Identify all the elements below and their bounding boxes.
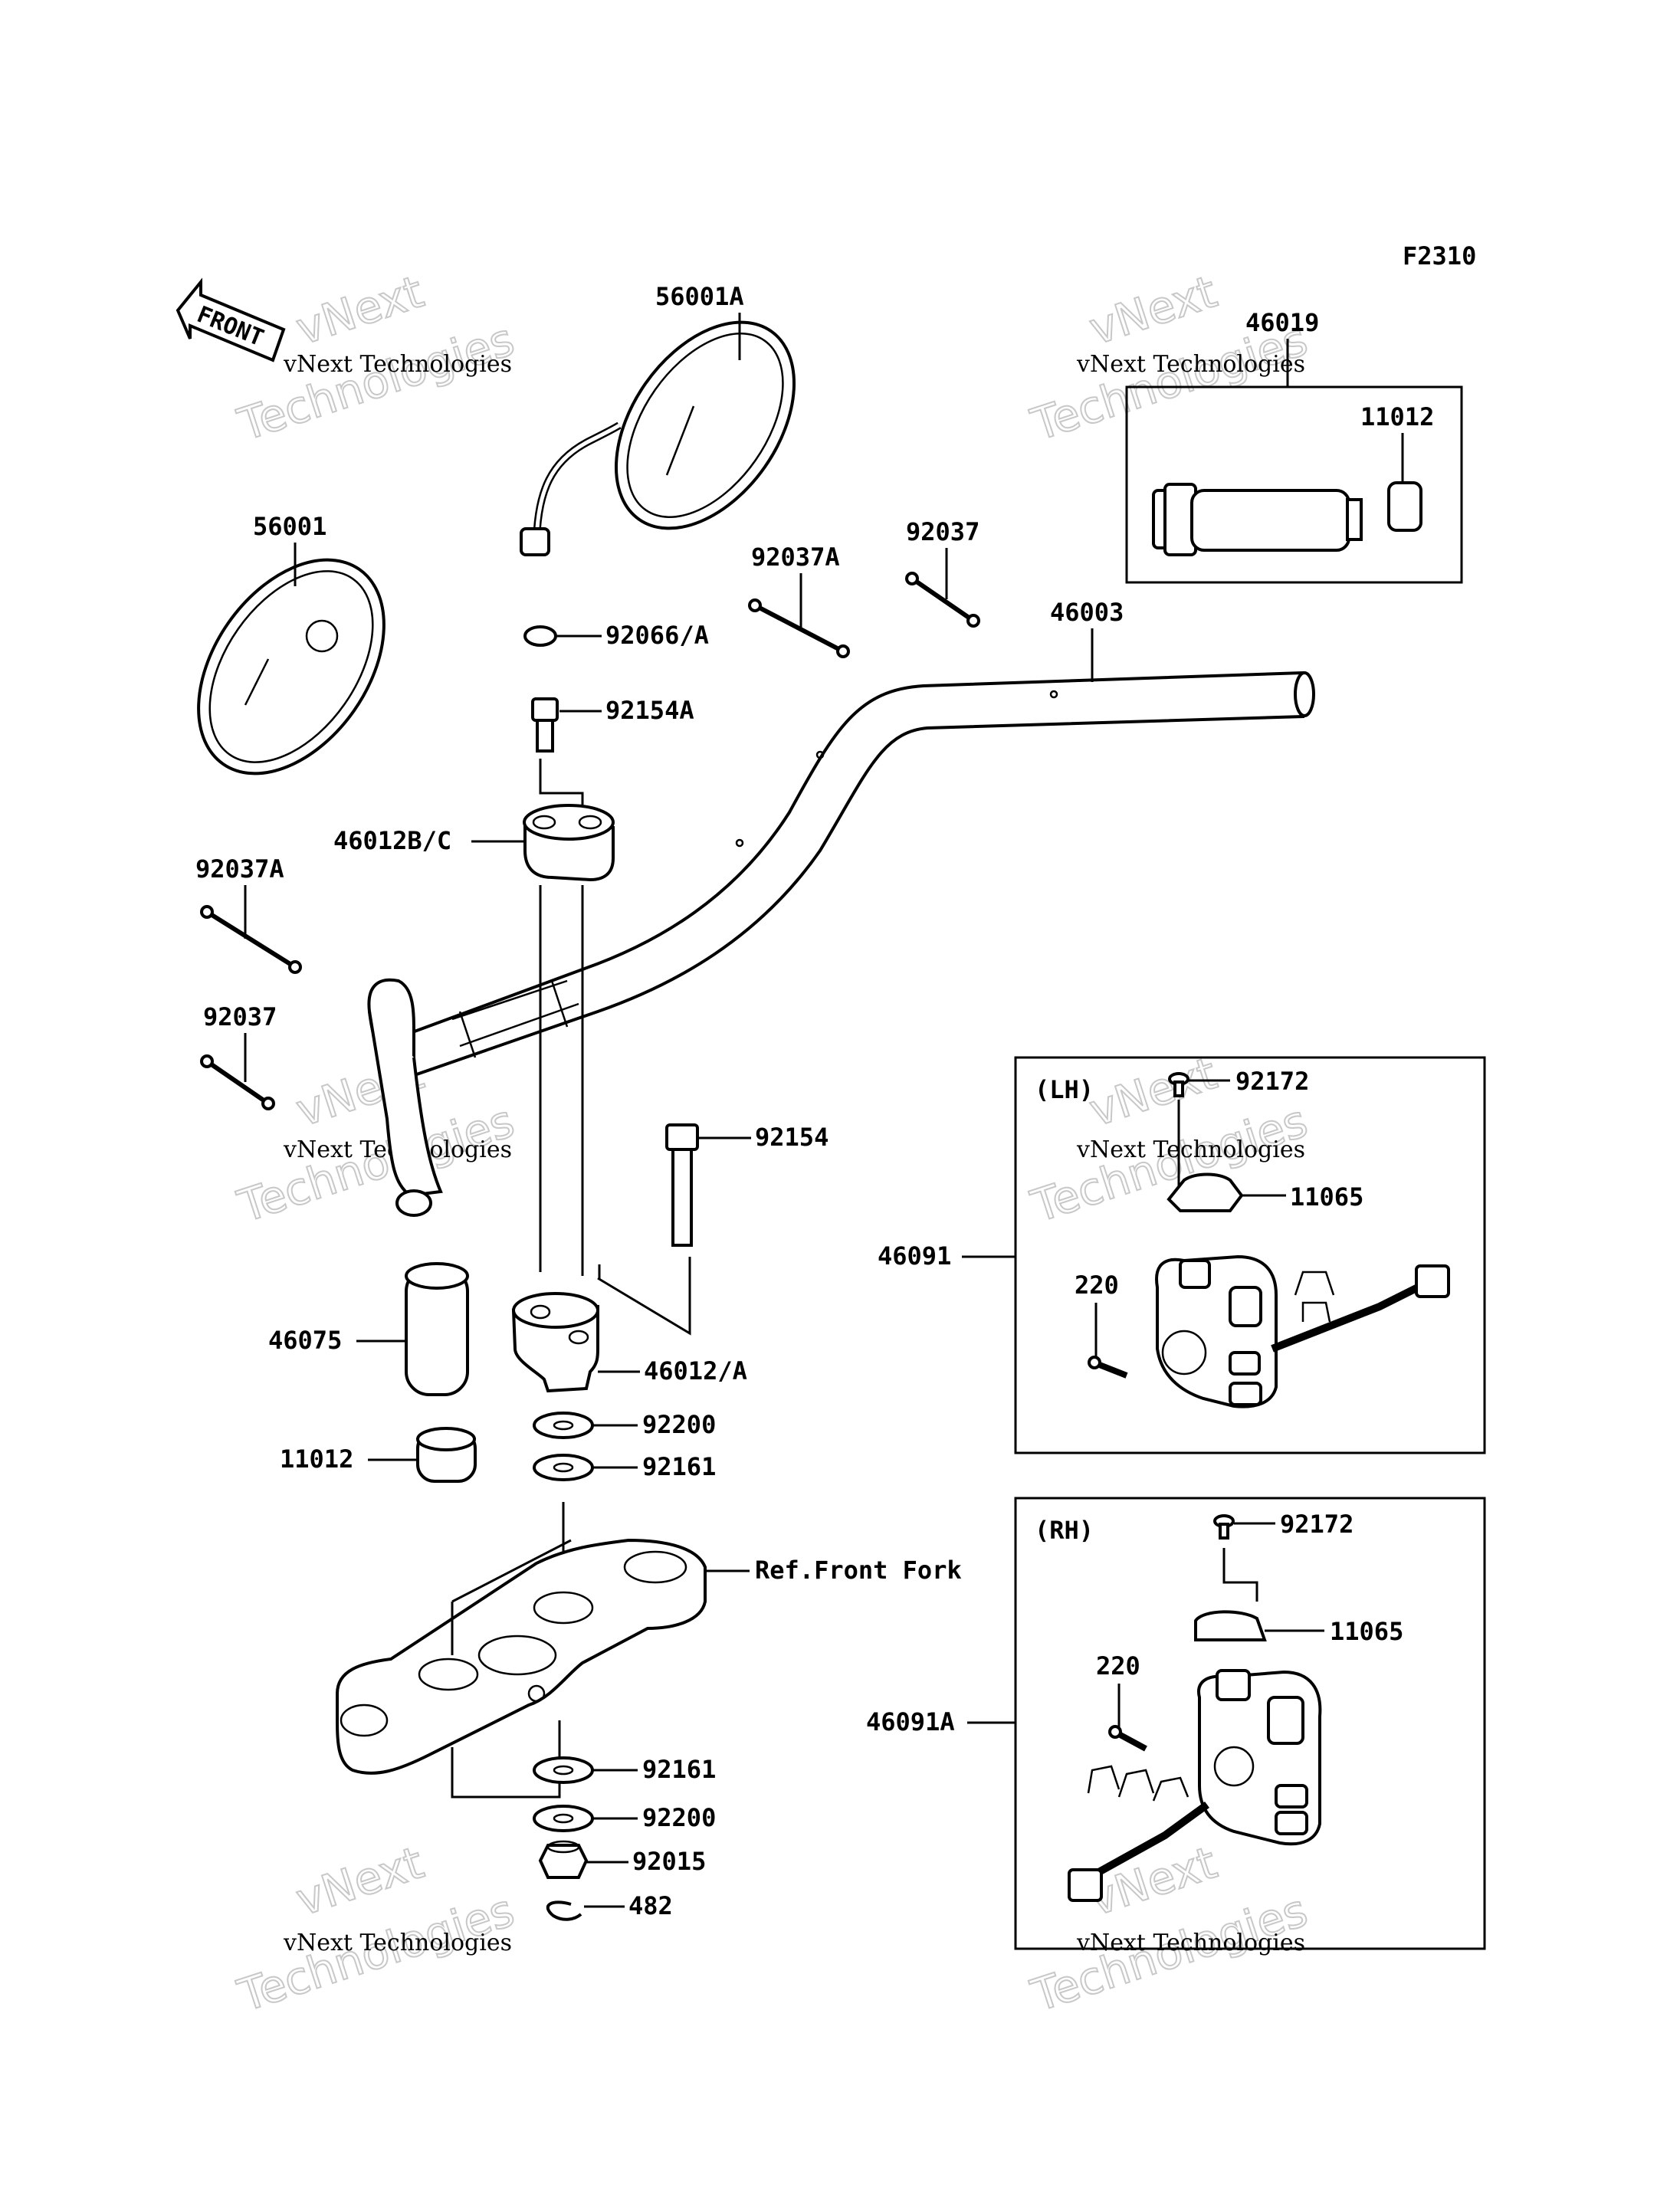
- grip-kit-box: [1125, 385, 1463, 584]
- cable-tie-icon: [748, 598, 850, 658]
- left-switch-housing-icon: [1155, 1254, 1450, 1408]
- throttle-grip-icon: [1152, 481, 1422, 556]
- callout-56001A: 56001A: [655, 282, 744, 311]
- callout-46091: 46091: [878, 1241, 951, 1271]
- callout-92037A-top: 92037A: [751, 543, 840, 572]
- cap-icon: [523, 625, 557, 647]
- callout-220-rh: 220: [1096, 1651, 1140, 1681]
- mirror-right-icon: [520, 320, 796, 556]
- svg-text:vNext: vNext: [290, 1836, 429, 1926]
- callout-ref-front-fork: Ref.Front Fork: [755, 1556, 962, 1585]
- svg-text:Technologies: Technologies: [1025, 1095, 1313, 1233]
- cable-tie-icon: [200, 1054, 275, 1110]
- screw-icon: [1108, 1725, 1147, 1752]
- watermark-text: vNext Technologies: [1076, 1136, 1305, 1163]
- watermark-text: vNext Technologies: [1076, 351, 1305, 378]
- cable-tie-icon: [200, 905, 302, 974]
- triple-clamp-icon: [336, 1538, 707, 1775]
- watermark-top-right: vNext Technologies vNext Technologies: [1024, 264, 1314, 451]
- watermark-bottom-right: vNext Technologies vNext Technologies: [1024, 1835, 1314, 2022]
- washer-icon: [533, 1805, 594, 1832]
- watermark-text: vNext Technologies: [1076, 1930, 1305, 1956]
- callout-11065-lh: 11065: [1290, 1182, 1363, 1212]
- screw-icon: [1213, 1514, 1235, 1540]
- callout-11012-left: 11012: [280, 1444, 353, 1474]
- figure-code: F2310: [1403, 241, 1476, 271]
- front-arrow-icon: FRONT: [176, 277, 286, 362]
- screw-icon: [1168, 1072, 1189, 1097]
- callout-46012A: 46012/A: [644, 1356, 747, 1385]
- svg-text:vNext: vNext: [1083, 1836, 1222, 1926]
- right-switch-housing-icon: [1068, 1669, 1322, 1902]
- callout-11065-rh: 11065: [1330, 1617, 1403, 1646]
- callout-46003: 46003: [1050, 598, 1124, 627]
- handlebar-icon: [367, 671, 1315, 1217]
- svg-text:Technologies: Technologies: [231, 1095, 520, 1233]
- watermark-bottom-left: vNext Technologies vNext Technologies: [231, 1835, 520, 2022]
- svg-text:vNext: vNext: [1083, 265, 1222, 355]
- callout-46091A: 46091A: [866, 1707, 955, 1736]
- callout-46075: 46075: [268, 1326, 342, 1355]
- callout-482: 482: [628, 1891, 673, 1920]
- callout-56001: 56001: [253, 512, 326, 541]
- callout-92037A-left: 92037A: [195, 854, 284, 884]
- watermark-middle-left: vNext Technologies vNext Technologies: [231, 1046, 520, 1233]
- grip-end-icon: [416, 1427, 477, 1483]
- long-bolt-icon: [665, 1123, 699, 1247]
- callout-92154: 92154: [755, 1123, 829, 1152]
- lower-holder-icon: [511, 1292, 599, 1393]
- washer-icon: [533, 1454, 594, 1481]
- callout-46012BC: 46012B/C: [333, 826, 451, 855]
- mirror-left-icon: [197, 558, 386, 776]
- callout-92015: 92015: [632, 1847, 706, 1876]
- upper-clamp-icon: [523, 804, 615, 882]
- svg-text:vNext: vNext: [290, 265, 429, 355]
- washer-icon: [533, 1412, 594, 1439]
- rh-label: (RH): [1035, 1516, 1094, 1545]
- svg-text:vNext: vNext: [1083, 1047, 1222, 1136]
- callout-92161-top: 92161: [642, 1452, 716, 1481]
- clip-icon: [546, 1900, 582, 1921]
- nut-icon: [538, 1840, 589, 1879]
- lh-switch-box: [1014, 1056, 1486, 1454]
- callout-92200-top: 92200: [642, 1410, 716, 1439]
- bolt-icon: [531, 697, 559, 753]
- left-grip-icon: [405, 1262, 469, 1396]
- callout-11012-top: 11012: [1360, 402, 1434, 431]
- callout-92066A: 92066/A: [605, 621, 709, 650]
- callout-92172-lh: 92172: [1235, 1067, 1309, 1096]
- callout-92172-rh: 92172: [1280, 1510, 1354, 1539]
- watermark-text: vNext Technologies: [283, 351, 512, 378]
- cover-plate-icon: [1194, 1610, 1267, 1641]
- screw-icon: [1088, 1356, 1128, 1379]
- washer-icon: [533, 1756, 594, 1784]
- watermark-text: vNext Technologies: [283, 1930, 512, 1956]
- callout-46019: 46019: [1245, 308, 1319, 337]
- callout-92161-bottom: 92161: [642, 1755, 716, 1784]
- callout-92037-top: 92037: [906, 517, 979, 546]
- cover-plate-icon: [1166, 1172, 1244, 1212]
- callout-220-lh: 220: [1075, 1271, 1119, 1300]
- callout-92200-bottom: 92200: [642, 1803, 716, 1832]
- callout-92154A: 92154A: [605, 696, 694, 725]
- cable-tie-icon: [905, 572, 980, 628]
- callout-92037-left: 92037: [203, 1002, 277, 1031]
- lh-label: (LH): [1035, 1075, 1094, 1104]
